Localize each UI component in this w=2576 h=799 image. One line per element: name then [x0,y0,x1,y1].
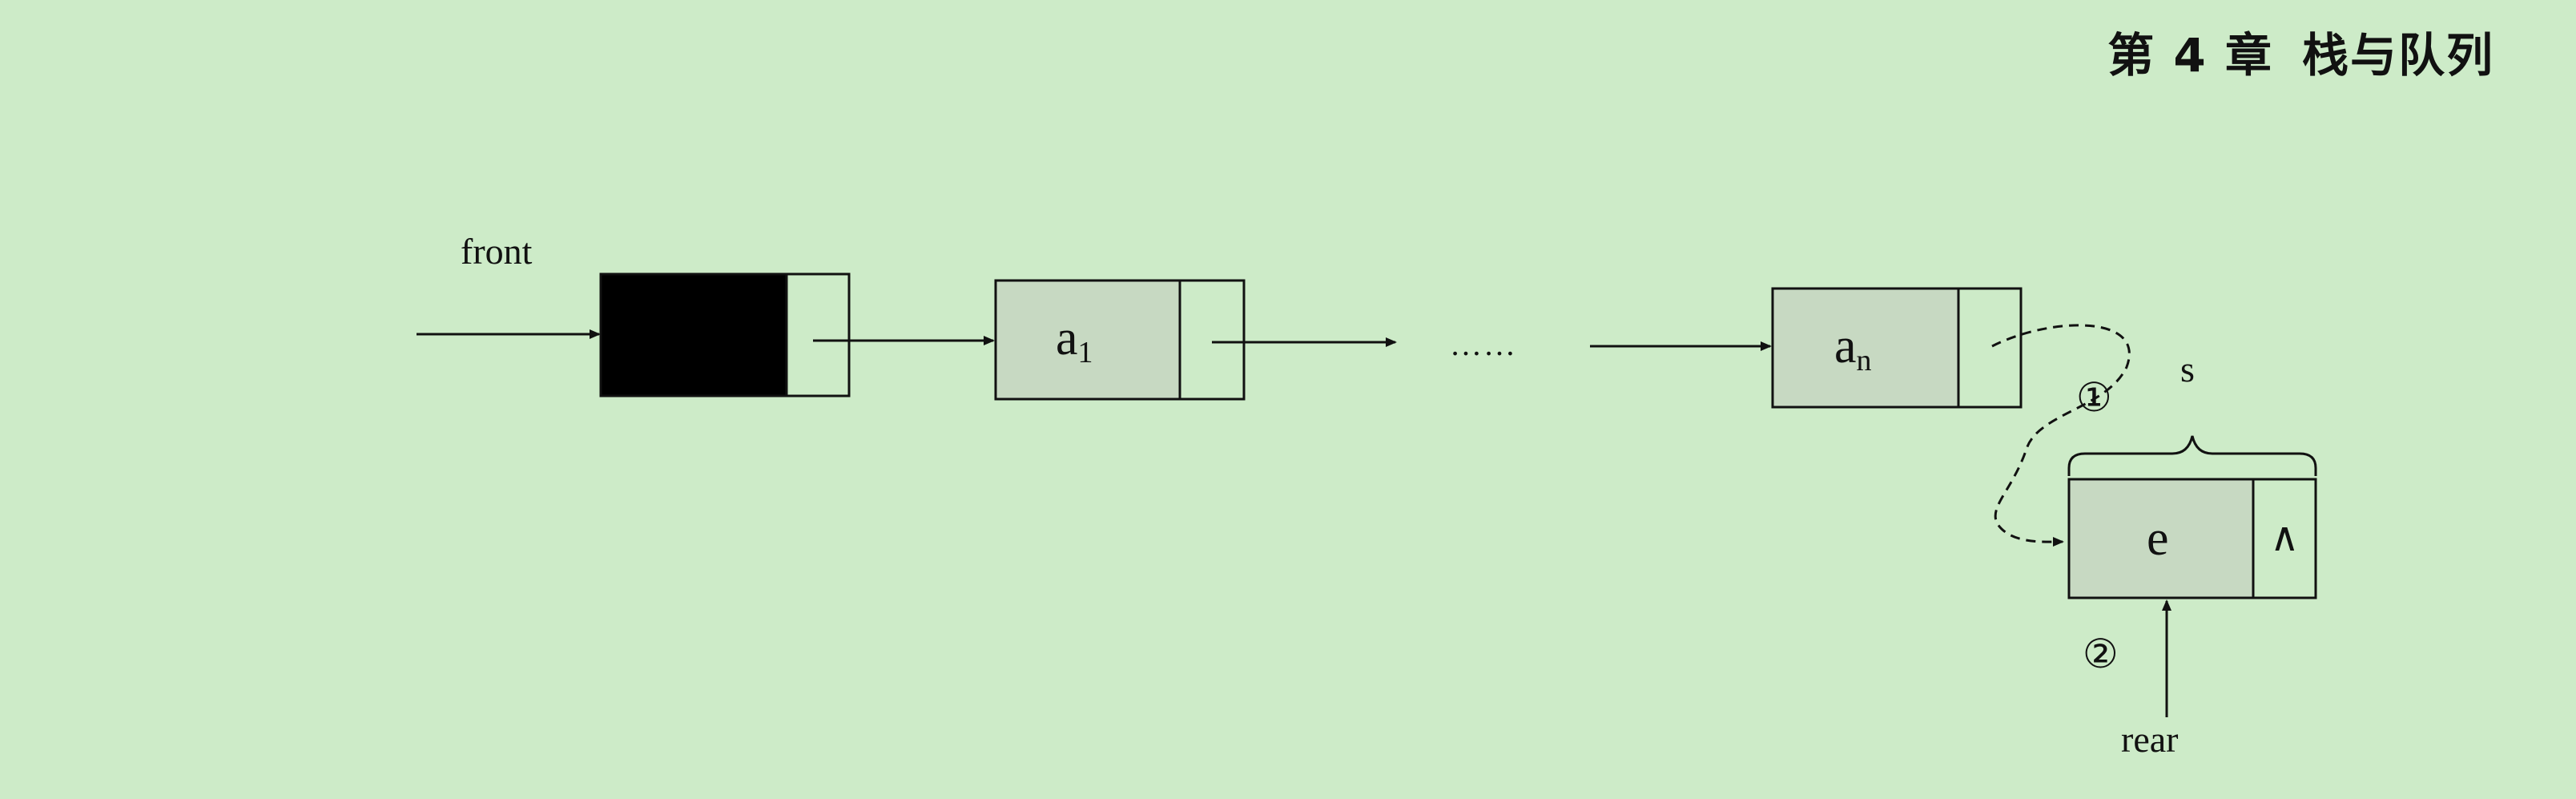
s-brace [2067,435,2317,476]
node-an-value: a [1834,319,1857,373]
node-a1-value: a [1056,311,1078,365]
ellipsis: …… [1450,326,1517,362]
node-a1-data-field [994,279,1181,401]
step2-marker: ② [2083,631,2119,677]
node-a1 [994,279,1246,401]
node-an-subscript: n [1856,344,1872,377]
new-node-data-field [2067,478,2255,599]
new-node-e [2067,478,2317,599]
node-an-label: an [1834,318,1872,377]
front-label: front [461,231,533,272]
node-a1-label: a1 [1056,310,1093,369]
node-an [1771,287,2023,409]
node-a1-pointer-field [1178,279,1246,401]
head-node-data-field [599,272,788,397]
new-node-pointer-field [2252,478,2317,599]
s-label: s [2180,349,2195,389]
null-pointer-symbol: ∧ [2270,514,2300,560]
chapter-number: 第 4 章 [2107,28,2273,83]
new-node-value: e [2147,511,2169,566]
step1-marker: ① [2076,374,2112,421]
node-a1-subscript: 1 [1077,336,1093,369]
rear-label: rear [2121,719,2179,760]
node-an-pointer-field [1957,287,2023,409]
node-an-data-field [1771,287,1960,409]
head-node [599,272,851,397]
chapter-name: 栈与队列 [2301,28,2494,83]
head-node-pointer-field [785,272,851,397]
chapter-title: 第 4 章栈与队列 [2107,27,2494,83]
